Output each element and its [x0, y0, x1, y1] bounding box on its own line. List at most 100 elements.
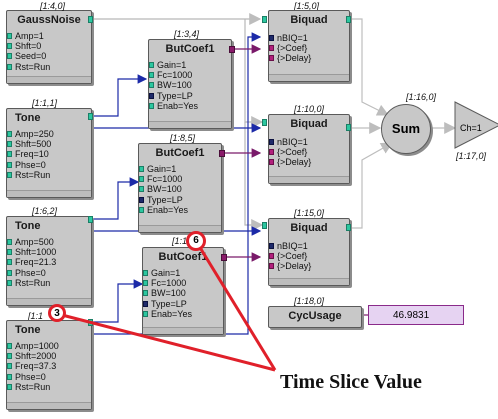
- input-pin-icon[interactable]: [149, 102, 154, 109]
- input-pin-icon[interactable]: [269, 139, 274, 145]
- gaussnoise-block[interactable]: GaussNoise Amp=1 Shft=0 Seed=0 Rst=Run: [6, 10, 92, 84]
- input-pin-icon[interactable]: [7, 363, 12, 370]
- cycusage-block[interactable]: CycUsage: [268, 306, 362, 328]
- input-pin-icon[interactable]: [143, 300, 148, 307]
- block-index: [1:17,0]: [456, 151, 487, 161]
- block-index: [1:18,0]: [294, 296, 325, 306]
- input-pin-icon[interactable]: [7, 43, 12, 50]
- out-param: Ch=1: [460, 123, 482, 133]
- output-pin-icon[interactable]: [88, 113, 93, 120]
- dac-out-block[interactable]: [454, 100, 498, 150]
- param-list: Gain=1 Fc=1000 BW=100 Type=LP Enab=Yes: [139, 164, 188, 215]
- input-pin-icon[interactable]: [7, 343, 12, 349]
- block-index: [1:6,2]: [32, 206, 58, 216]
- input-pin-icon[interactable]: [139, 196, 144, 203]
- input-pin-icon[interactable]: [269, 45, 274, 52]
- input-pin-icon[interactable]: [143, 270, 148, 276]
- param-list: nBIQ=1 {>Coef} {>Delay}: [269, 137, 311, 168]
- block-title: ButCoef1: [155, 147, 205, 159]
- input-pin-icon[interactable]: [7, 383, 12, 390]
- input-pin-icon[interactable]: [7, 353, 12, 360]
- input-pin-icon[interactable]: [262, 16, 267, 23]
- input-pin-icon[interactable]: [269, 243, 274, 249]
- output-pin-icon[interactable]: [346, 224, 351, 231]
- sum-label: Sum: [391, 121, 421, 136]
- butcoef-block-1[interactable]: ButCoef1 Gain=1 Fc=1000 BW=100 Type=LP E…: [148, 39, 232, 129]
- input-pin-icon[interactable]: [143, 290, 148, 297]
- biquad-block-1[interactable]: Biquad nBIQ=1 {>Coef} {>Delay}: [268, 10, 350, 82]
- param-list: nBIQ=1 {>Coef} {>Delay}: [269, 33, 311, 64]
- input-pin-icon[interactable]: [7, 131, 12, 137]
- annotation-label: Time Slice Value: [280, 371, 422, 393]
- output-pin-icon[interactable]: [346, 124, 351, 131]
- output-pin-icon[interactable]: [221, 254, 227, 261]
- block-index: [1:10,0]: [294, 104, 325, 114]
- butcoef-block-2[interactable]: ButCoef1 Gain=1 Fc=1000 BW=100 Type=LP E…: [138, 143, 222, 233]
- input-pin-icon[interactable]: [269, 253, 274, 260]
- input-pin-icon[interactable]: [149, 92, 154, 99]
- input-pin-icon[interactable]: [7, 141, 12, 148]
- input-pin-icon[interactable]: [7, 249, 12, 256]
- input-pin-icon[interactable]: [269, 35, 274, 41]
- input-pin-icon[interactable]: [7, 269, 12, 276]
- input-pin-icon[interactable]: [269, 263, 274, 270]
- input-pin-icon[interactable]: [7, 53, 12, 60]
- output-pin-icon[interactable]: [229, 46, 235, 53]
- output-pin-icon[interactable]: [88, 216, 93, 223]
- block-footer: [139, 225, 221, 232]
- block-title: Biquad: [290, 14, 328, 26]
- param-list: Gain=1 Fc=1000 BW=100 Type=LP Enab=Yes: [143, 268, 192, 319]
- output-pin-icon[interactable]: [88, 16, 93, 23]
- sum-node[interactable]: Sum: [381, 104, 431, 154]
- param-list: Gain=1 Fc=1000 BW=100 Type=LP Enab=Yes: [149, 60, 198, 111]
- input-pin-icon[interactable]: [139, 176, 144, 183]
- tone-block-1[interactable]: Tone Amp=250 Shft=500 Freq=10 Phse=0 Rst…: [6, 108, 92, 198]
- input-pin-icon[interactable]: [7, 63, 12, 70]
- marker-3: 3: [48, 304, 66, 322]
- biquad-block-2[interactable]: Biquad nBIQ=1 {>Coef} {>Delay}: [268, 114, 350, 184]
- wire-coef-out: [222, 44, 262, 262]
- block-footer: [149, 121, 231, 128]
- output-pin-icon[interactable]: [346, 16, 351, 23]
- input-pin-icon[interactable]: [7, 171, 12, 178]
- input-pin-icon[interactable]: [262, 119, 267, 126]
- block-index: [1:16,0]: [406, 92, 437, 102]
- input-pin-icon[interactable]: [269, 149, 274, 156]
- block-footer: [269, 278, 349, 285]
- input-pin-icon[interactable]: [139, 166, 144, 172]
- input-pin-icon[interactable]: [149, 82, 154, 89]
- biquad-block-3[interactable]: Biquad nBIQ=1 {>Coef} {>Delay}: [268, 218, 350, 286]
- param-list: nBIQ=1 {>Coef} {>Delay}: [269, 241, 311, 272]
- input-pin-icon[interactable]: [7, 279, 12, 286]
- input-pin-icon[interactable]: [7, 33, 12, 39]
- input-pin-icon[interactable]: [7, 373, 12, 380]
- block-index: [1:4,0]: [40, 1, 66, 11]
- input-pin-icon[interactable]: [139, 186, 144, 193]
- input-pin-icon[interactable]: [269, 159, 274, 166]
- block-title: CycUsage: [288, 310, 342, 322]
- input-pin-icon[interactable]: [149, 62, 154, 68]
- block-footer: [7, 76, 91, 83]
- input-pin-icon[interactable]: [7, 259, 12, 266]
- input-pin-icon[interactable]: [269, 55, 274, 62]
- input-pin-icon[interactable]: [7, 161, 12, 168]
- tone-block-3[interactable]: Tone Amp=1000 Shft=2000 Freq=37.3 Phse=0…: [6, 320, 92, 410]
- block-footer: [7, 402, 91, 409]
- output-pin-icon[interactable]: [219, 150, 225, 157]
- input-pin-icon[interactable]: [139, 206, 144, 213]
- input-pin-icon[interactable]: [143, 280, 148, 287]
- block-title: GaussNoise: [17, 14, 81, 26]
- marker-6: 6: [186, 231, 206, 251]
- block-index: [1:3,4]: [174, 29, 200, 39]
- input-pin-icon[interactable]: [149, 72, 154, 79]
- input-pin-icon[interactable]: [7, 151, 12, 158]
- input-pin-icon[interactable]: [262, 222, 267, 229]
- block-index: [1:1: [28, 311, 44, 321]
- block-footer: [7, 298, 91, 305]
- block-title: Biquad: [290, 222, 328, 234]
- input-pin-icon[interactable]: [143, 310, 148, 317]
- tone-block-2[interactable]: Tone Amp=500 Shft=1000 Freq=21.3 Phse=0 …: [6, 216, 92, 306]
- input-pin-icon[interactable]: [7, 239, 12, 245]
- block-index: [1:5,0]: [294, 1, 320, 11]
